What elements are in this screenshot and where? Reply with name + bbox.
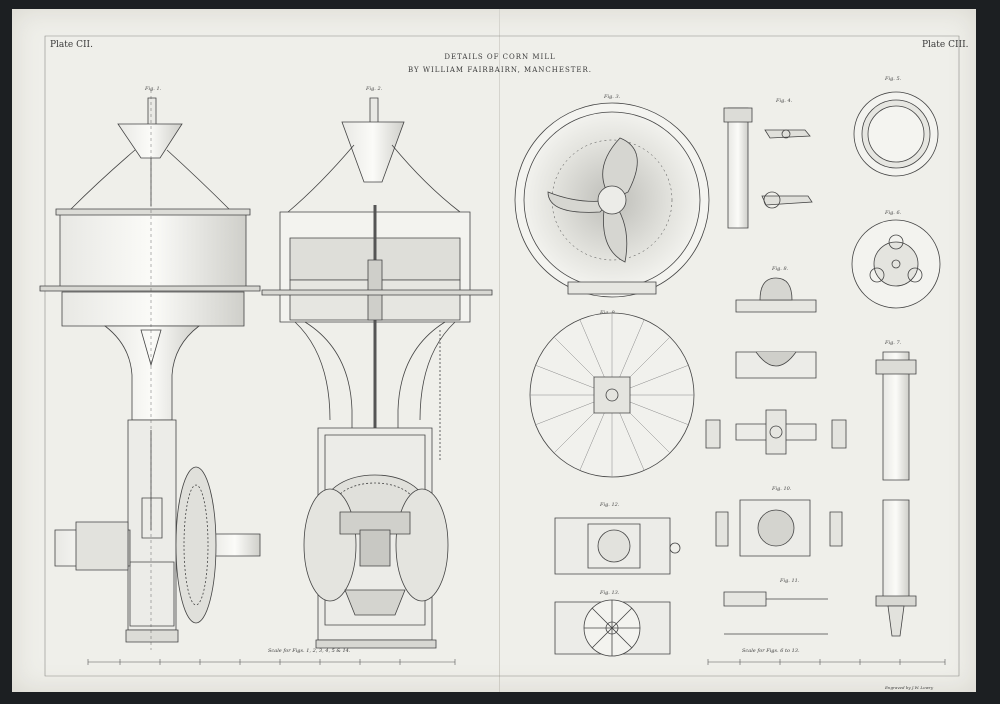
figure-label: Fig. 12. bbox=[600, 502, 620, 508]
fig12-bearing-plan bbox=[555, 518, 680, 574]
figure-label: Fig. 13. bbox=[600, 590, 620, 596]
figure-label: Fig. 11. bbox=[780, 578, 800, 584]
fig7-shaft-parts bbox=[876, 352, 916, 636]
figure-label: Fig. 10. bbox=[772, 486, 792, 492]
fig6-plate bbox=[852, 220, 940, 308]
scale-bar-left bbox=[88, 659, 455, 665]
plate-title: DETAILS OF CORN MILL bbox=[444, 53, 556, 61]
figure-label: Fig. 3. bbox=[604, 94, 621, 100]
figure-label: Fig. 2. bbox=[366, 86, 383, 92]
fig5-ring bbox=[854, 92, 938, 176]
scale-caption-right: Scale for Figs. 6 to 13. bbox=[742, 648, 800, 654]
center-fold bbox=[499, 9, 500, 692]
engraver-credit: Engraved by J.W. Lowry bbox=[885, 685, 934, 690]
plate-border bbox=[45, 36, 959, 676]
scale-bar-right bbox=[708, 659, 945, 665]
fig8-bracket bbox=[736, 278, 816, 378]
figure-label: Fig. 8. bbox=[772, 266, 789, 272]
fig11-rods bbox=[724, 592, 828, 634]
plate-number-left: Plate CII. bbox=[50, 40, 93, 50]
scale-caption-left: Scale for Figs. 1, 2, 3, 4, 5 & 14. bbox=[268, 648, 351, 654]
figure-label: Fig. 4. bbox=[776, 98, 793, 104]
fig10-cross bbox=[706, 410, 846, 556]
figure-label: Fig. 1. bbox=[145, 86, 162, 92]
plate-number-right: Plate CIII. bbox=[922, 40, 969, 50]
fig2-mill-section bbox=[262, 98, 492, 648]
fig4-spindle-parts bbox=[724, 108, 812, 228]
plate-subtitle: BY WILLIAM FAIRBAIRN, MANCHESTER. bbox=[407, 66, 593, 74]
figure-label: Fig. 5. bbox=[885, 76, 902, 82]
fig13-wheel-plan bbox=[555, 600, 670, 656]
fig1-mill-elevation bbox=[40, 90, 260, 650]
fig3-fan-casing bbox=[515, 103, 709, 297]
figure-label: Fig. 6. bbox=[885, 210, 902, 216]
figure-label: Fig. 7. bbox=[885, 340, 902, 346]
fig9-millstone bbox=[530, 313, 694, 477]
